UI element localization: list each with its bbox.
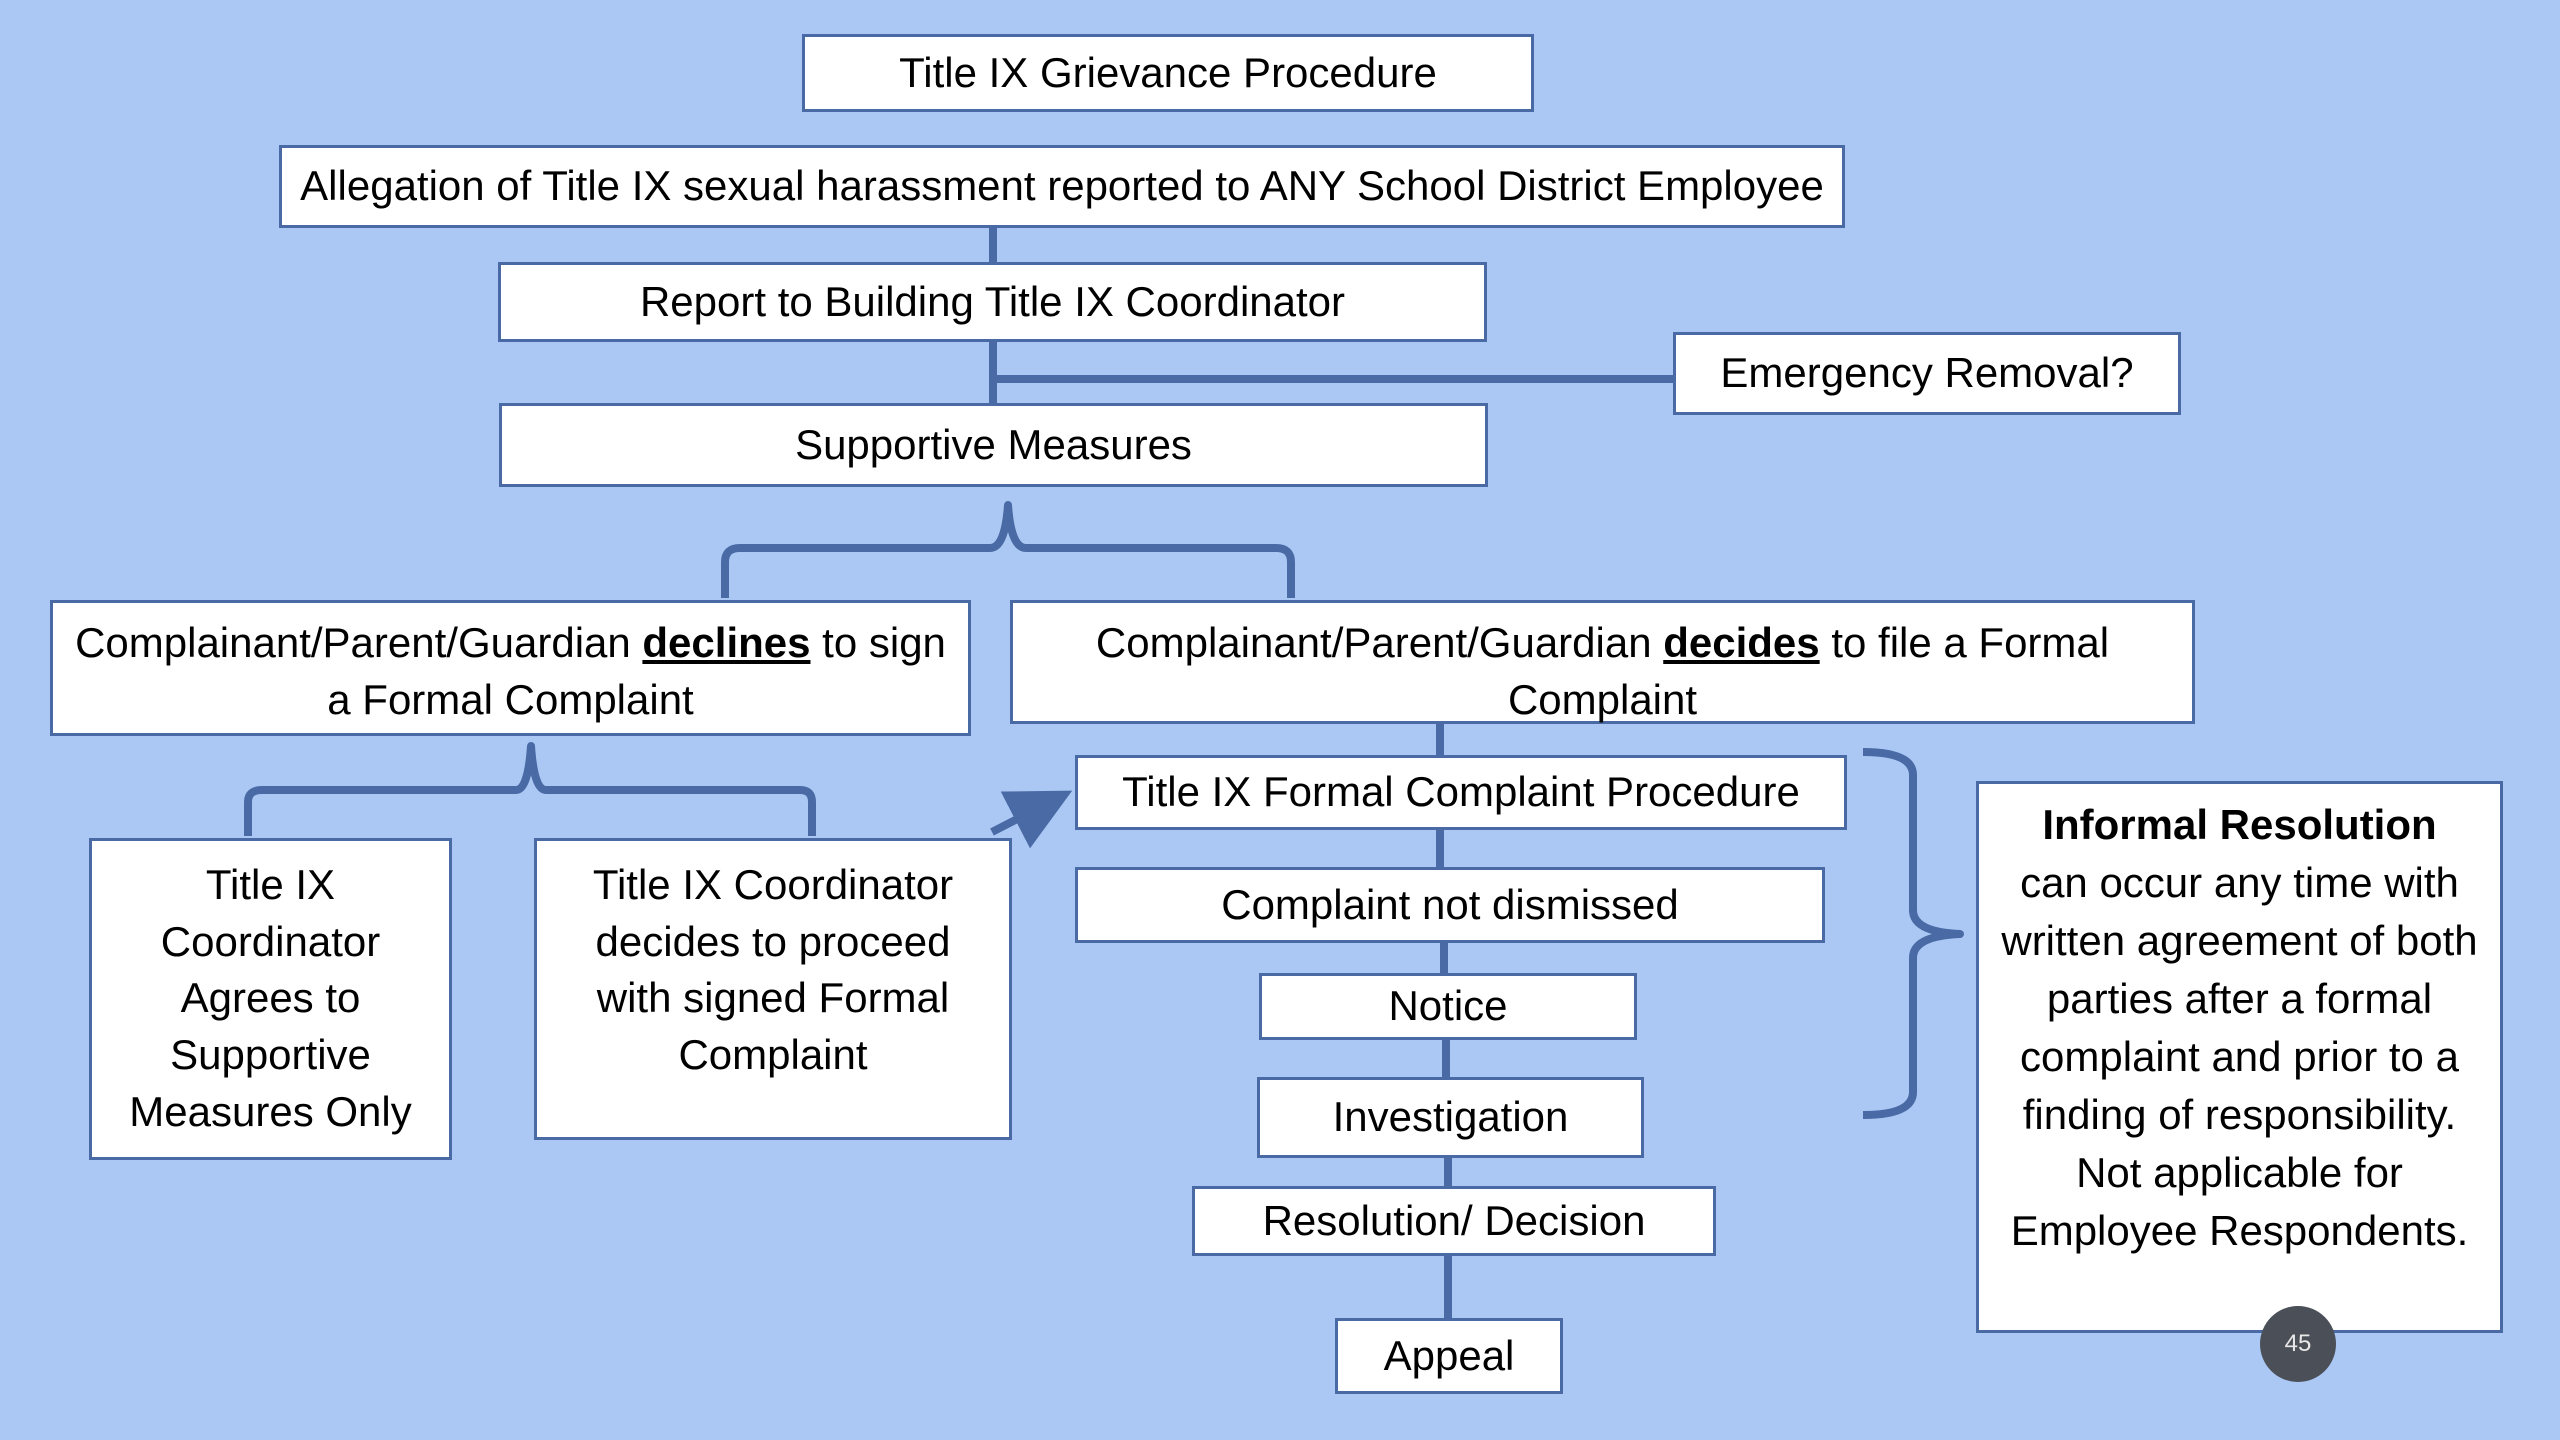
supportive-measures-text: Supportive Measures <box>795 420 1192 468</box>
brace-supportive-split <box>721 501 1295 598</box>
not-dismissed-box: Complaint not dismissed <box>1075 867 1825 943</box>
formal-procedure-box: Title IX Formal Complaint Procedure <box>1075 755 1847 830</box>
brace-formal-process <box>1862 748 1964 1119</box>
title-box: Title IX Grievance Procedure <box>802 34 1534 112</box>
declines-box: Complainant/Parent/Guardian declines to … <box>50 600 971 736</box>
decides-keyword: decides <box>1663 619 1820 666</box>
emergency-removal-box: Emergency Removal? <box>1673 332 2181 415</box>
decides-text: Complainant/Parent/Guardian decides to f… <box>1027 615 2178 728</box>
coordinator-agrees-text: Title IX Coordinator Agrees to Supportiv… <box>129 861 412 1135</box>
informal-resolution-box: Informal Resolution can occur any time w… <box>1976 781 2503 1333</box>
not-dismissed-text: Complaint not dismissed <box>1221 880 1679 928</box>
coordinator-proceeds-box: Title IX Coordinator decides to proceed … <box>534 838 1012 1140</box>
supportive-measures-box: Supportive Measures <box>499 403 1488 487</box>
arrow-to-formal-procedure <box>990 790 1073 849</box>
resolution-box: Resolution/ Decision <box>1192 1186 1716 1256</box>
formal-procedure-text: Title IX Formal Complaint Procedure <box>1122 768 1800 816</box>
coordinator-proceeds-text: Title IX Coordinator decides to proceed … <box>592 861 954 1079</box>
declines-keyword: declines <box>642 619 811 666</box>
report-coordinator-box: Report to Building Title IX Coordinator <box>498 262 1487 342</box>
allegation-box: Allegation of Title IX sexual harassment… <box>279 145 1845 228</box>
declines-prefix: Complainant/Parent/Guardian <box>75 619 643 666</box>
declines-suffix: to sign a Formal Complaint <box>327 619 946 723</box>
investigation-text: Investigation <box>1332 1093 1569 1141</box>
informal-resolution-body: can occur any time with written agreemen… <box>2001 858 2478 1254</box>
informal-resolution-heading: Informal Resolution <box>2042 801 2437 848</box>
decides-prefix: Complainant/Parent/Guardian <box>1095 619 1664 666</box>
decides-suffix: to file a Formal Complaint <box>1507 619 2110 723</box>
report-coordinator-text: Report to Building Title IX Coordinator <box>639 277 1346 325</box>
title-text: Title IX Grievance Procedure <box>899 48 1437 96</box>
notice-box: Notice <box>1259 973 1637 1040</box>
appeal-text: Appeal <box>1383 1331 1515 1379</box>
brace-declines-split <box>244 742 816 836</box>
emergency-removal-text: Emergency Removal? <box>1720 349 2134 397</box>
allegation-text: Allegation of Title IX sexual harassment… <box>300 162 1824 210</box>
slide-number-badge: 45 <box>2260 1306 2336 1382</box>
appeal-box: Appeal <box>1335 1318 1563 1394</box>
coordinator-agrees-box: Title IX Coordinator Agrees to Supportiv… <box>89 838 452 1160</box>
resolution-text: Resolution/ Decision <box>1262 1196 1646 1244</box>
notice-text: Notice <box>1388 982 1508 1030</box>
decides-box: Complainant/Parent/Guardian decides to f… <box>1010 600 2195 724</box>
investigation-box: Investigation <box>1257 1077 1644 1158</box>
declines-text: Complainant/Parent/Guardian declines to … <box>67 615 954 728</box>
